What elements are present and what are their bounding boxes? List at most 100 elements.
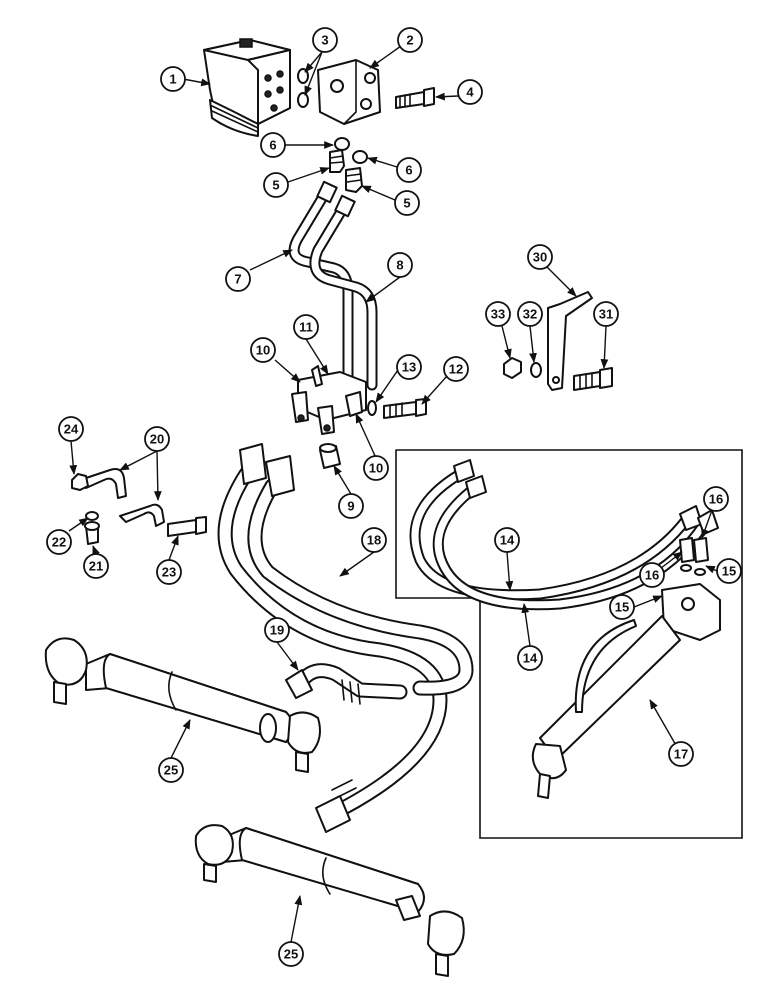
svg-text:5: 5 [403, 196, 410, 211]
adapter-fitting [329, 149, 345, 173]
callout-21: 21 [83, 553, 109, 579]
callout-15b: 15 [716, 558, 742, 584]
svg-text:16: 16 [709, 492, 723, 507]
svg-text:22: 22 [52, 535, 66, 550]
screw [84, 521, 100, 545]
svg-text:32: 32 [523, 307, 537, 322]
svg-text:30: 30 [533, 250, 547, 265]
callout-10a: 10 [250, 337, 276, 363]
svg-text:6: 6 [405, 163, 412, 178]
washer [85, 511, 99, 521]
bolt [383, 398, 427, 419]
svg-text:20: 20 [150, 432, 164, 447]
steering-cylinder [44, 637, 321, 773]
svg-text:10: 10 [369, 461, 383, 476]
svg-text:10: 10 [256, 343, 270, 358]
callout-5a: 5 [263, 172, 289, 198]
inset-hoses [409, 459, 719, 611]
callout-2: 2 [397, 27, 423, 53]
svg-text:31: 31 [599, 307, 613, 322]
callout-18: 18 [361, 527, 387, 553]
svg-text:16: 16 [645, 568, 659, 583]
mounting-strap [547, 291, 593, 391]
svg-text:14: 14 [523, 651, 538, 666]
callout-31: 31 [593, 301, 619, 327]
svg-text:21: 21 [89, 559, 103, 574]
callout-6b: 6 [396, 157, 422, 183]
callout-6a: 6 [260, 132, 286, 158]
callout-23: 23 [156, 559, 182, 585]
o-ring [297, 92, 309, 108]
callout-15a: 15 [609, 594, 635, 620]
steel-pipe [309, 199, 378, 391]
inset-frame [395, 449, 743, 839]
svg-text:33: 33 [491, 307, 505, 322]
washer [367, 400, 377, 416]
callout-30: 30 [527, 244, 553, 270]
callout-4: 4 [457, 79, 483, 105]
callout-16b: 16 [703, 486, 729, 512]
svg-text:17: 17 [674, 747, 688, 762]
hex-nut [71, 473, 89, 491]
inset-fittings [679, 537, 709, 576]
callout-13: 13 [396, 354, 422, 380]
callout-22: 22 [46, 529, 72, 555]
callout-19: 19 [264, 617, 290, 643]
inset-steering-cylinder [531, 583, 721, 799]
svg-text:18: 18 [367, 533, 381, 548]
bolt [573, 367, 613, 391]
bulkhead-bracket [291, 365, 367, 435]
adapter-fitting [345, 167, 363, 193]
svg-text:11: 11 [299, 320, 313, 335]
callout-17: 17 [668, 741, 694, 767]
callout-14b: 14 [517, 645, 543, 671]
leader-lines [68, 45, 718, 943]
svg-text:24: 24 [64, 422, 79, 437]
svg-text:19: 19 [270, 623, 284, 638]
callout-8: 8 [387, 252, 413, 278]
hydraulic-hose [217, 443, 474, 833]
callout-14a: 14 [494, 527, 520, 553]
svg-text:23: 23 [162, 565, 176, 580]
spacer-sleeve [319, 443, 341, 469]
washer [530, 362, 542, 378]
svg-text:15: 15 [615, 600, 629, 615]
callout-9: 9 [338, 493, 364, 519]
bolt [395, 87, 435, 109]
svg-text:12: 12 [449, 362, 463, 377]
seal-ring [334, 137, 350, 151]
callout-24: 24 [58, 416, 84, 442]
callout-11: 11 [293, 314, 319, 340]
svg-text:2: 2 [406, 33, 413, 48]
svg-text:9: 9 [347, 499, 354, 514]
svg-text:5: 5 [272, 178, 279, 193]
svg-text:8: 8 [396, 258, 403, 273]
svg-text:7: 7 [234, 272, 241, 287]
callout-25b: 25 [278, 941, 304, 967]
seal-ring [352, 150, 368, 164]
svg-text:3: 3 [321, 33, 328, 48]
svg-text:1: 1 [169, 72, 176, 87]
hex-nut [503, 357, 522, 379]
steering-cylinder [194, 824, 465, 977]
callout-1: 1 [160, 66, 186, 92]
adapter-block [317, 59, 381, 125]
callout-20: 20 [144, 426, 170, 452]
svg-text:25: 25 [164, 763, 178, 778]
svg-text:15: 15 [722, 564, 736, 579]
svg-text:25: 25 [284, 947, 298, 962]
svg-text:6: 6 [269, 138, 276, 153]
bolt [167, 516, 207, 537]
callout-12: 12 [443, 356, 469, 382]
callout-16a: 16 [639, 562, 665, 588]
callout-10b: 10 [363, 455, 389, 481]
callout-33: 33 [485, 301, 511, 327]
callout-7: 7 [225, 266, 251, 292]
svg-text:14: 14 [500, 533, 515, 548]
elbow-hose-fitting [285, 663, 408, 705]
svg-text:13: 13 [402, 360, 416, 375]
callout-25a: 25 [158, 757, 184, 783]
callout-3: 3 [312, 27, 338, 53]
svg-text:4: 4 [466, 85, 474, 100]
